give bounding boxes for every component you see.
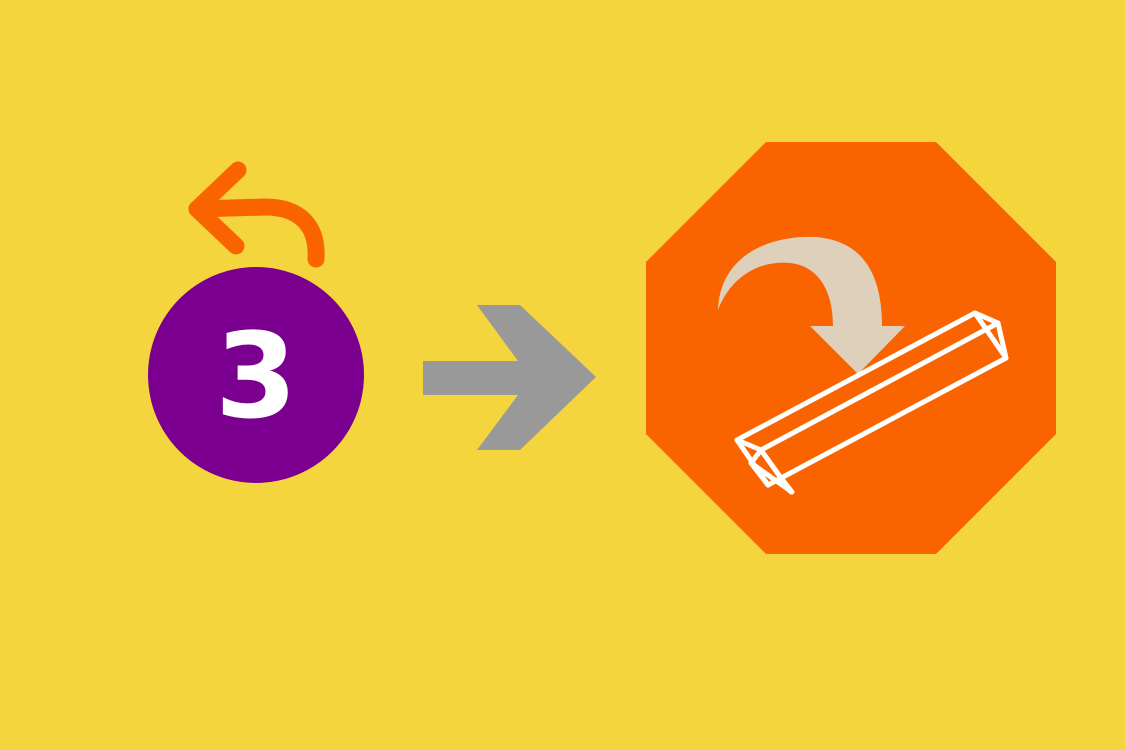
stop-sign-icon [646, 142, 1056, 554]
curved-down-arrow-icon [718, 236, 905, 374]
step-badge-circle [148, 267, 364, 483]
rectangular-prism-icon [734, 310, 1009, 495]
step-number: 3 [215, 307, 297, 445]
right-arrow-icon [423, 305, 596, 450]
step-badge: 3 [148, 267, 364, 483]
undo-arrow-icon [188, 161, 325, 268]
